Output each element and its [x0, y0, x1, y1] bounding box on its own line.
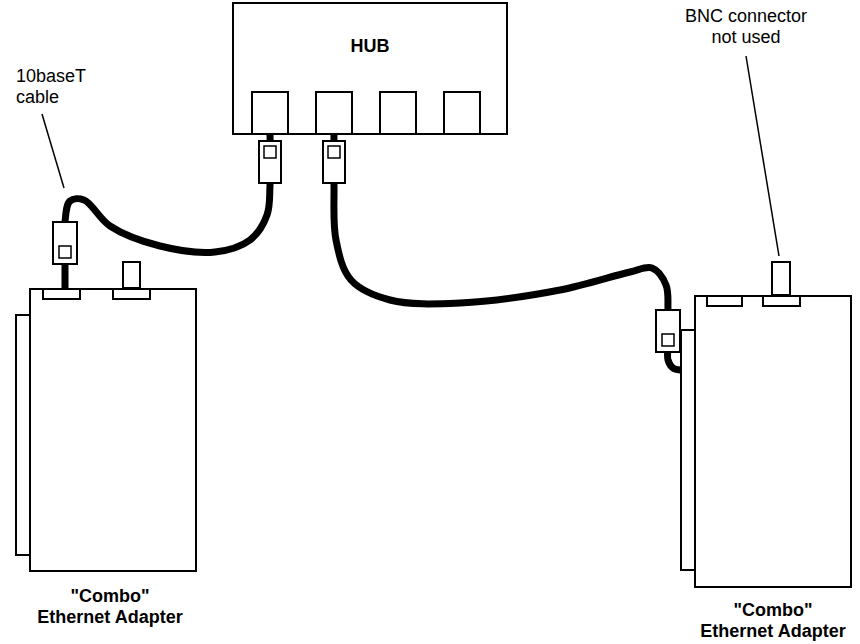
rj45-plug — [53, 222, 77, 264]
rj45-port — [43, 289, 80, 299]
rj45-port — [707, 296, 742, 306]
node-shape — [15, 288, 197, 572]
adapter-card — [30, 289, 196, 571]
hub-port — [444, 92, 480, 134]
label-anchor: 10baseT cable — [16, 66, 86, 108]
node-shape — [680, 295, 852, 588]
rj45-plug — [259, 141, 281, 183]
rj45-plug — [656, 310, 680, 352]
adapter-card — [695, 296, 851, 587]
hub-port — [380, 92, 416, 134]
hub-outline — [233, 3, 507, 134]
plug-latch — [328, 146, 340, 158]
adapter-caption: "Combo" Ethernet Adapter — [35, 586, 186, 628]
hub-box: HUB — [232, 2, 508, 135]
leader-line — [42, 114, 64, 188]
adapter-bracket — [681, 330, 696, 570]
ethernet-adapter: "Combo" Ethernet Adapter — [15, 288, 197, 572]
cable-label: 10baseT cable — [16, 66, 86, 108]
plug-latch — [264, 146, 276, 158]
bnc-connector — [772, 262, 790, 295]
leader-line — [746, 56, 779, 256]
rj45-plug — [323, 141, 345, 183]
callout-label: BNC connector not used — [680, 6, 812, 48]
bnc-port — [763, 296, 800, 306]
label-anchor: BNC connector not used — [680, 6, 812, 48]
hub-port — [252, 92, 288, 134]
plug-latch — [59, 246, 71, 258]
adapter-caption: "Combo" Ethernet Adapter — [698, 600, 849, 642]
node-shape — [232, 2, 508, 135]
plug-latch — [662, 334, 674, 346]
box-title: HUB — [232, 36, 508, 57]
network-cable — [334, 135, 680, 370]
network-cable — [65, 135, 271, 288]
bnc-port — [113, 289, 150, 299]
hub-port — [316, 92, 352, 134]
adapter-bracket — [16, 315, 31, 555]
bnc-connector — [123, 262, 140, 288]
ethernet-adapter: "Combo" Ethernet Adapter — [680, 295, 852, 588]
